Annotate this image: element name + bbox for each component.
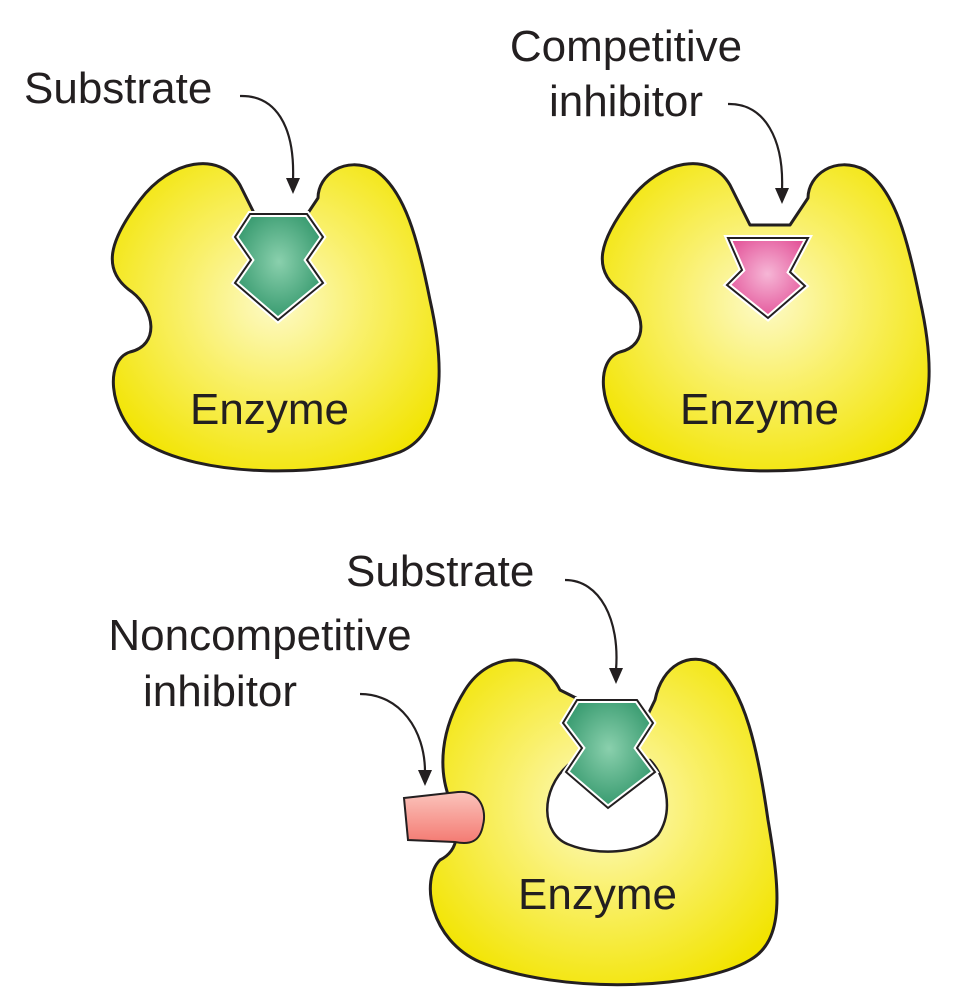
panel-noncompetitive [359, 578, 779, 987]
arrow-head [286, 178, 300, 194]
enzyme-label: Enzyme [518, 870, 677, 919]
substrate-label: Substrate [24, 64, 213, 113]
noncompetitive-inhibitor-label-line2: inhibitor [142, 667, 298, 716]
arrow-head [775, 188, 789, 204]
competitive-inhibitor-label-line1: Competitive [509, 22, 743, 71]
arrow-curve-substrate [564, 578, 618, 671]
enzyme-label: Enzyme [190, 385, 349, 434]
arrow-curve-inhibitor [359, 692, 427, 773]
enzyme-label: Enzyme [680, 385, 839, 434]
arrow-head [609, 668, 623, 684]
competitive-inhibitor-label-line2: inhibitor [548, 77, 704, 126]
noncompetitive-inhibitor-label-line1: Noncompetitive [108, 611, 412, 660]
arrow-curve [727, 102, 784, 191]
substrate-label: Substrate [346, 547, 535, 596]
panel-competitive [600, 102, 931, 473]
substrate-molecule-outline [561, 699, 657, 810]
substrate-molecule-outline [233, 213, 325, 322]
panel-substrate-binding [110, 94, 441, 473]
competitive-inhibitor-outline [725, 237, 810, 320]
arrow-curve [239, 94, 295, 181]
noncompetitive-inhibitor-molecule [402, 790, 485, 844]
arrow-head [418, 770, 432, 786]
